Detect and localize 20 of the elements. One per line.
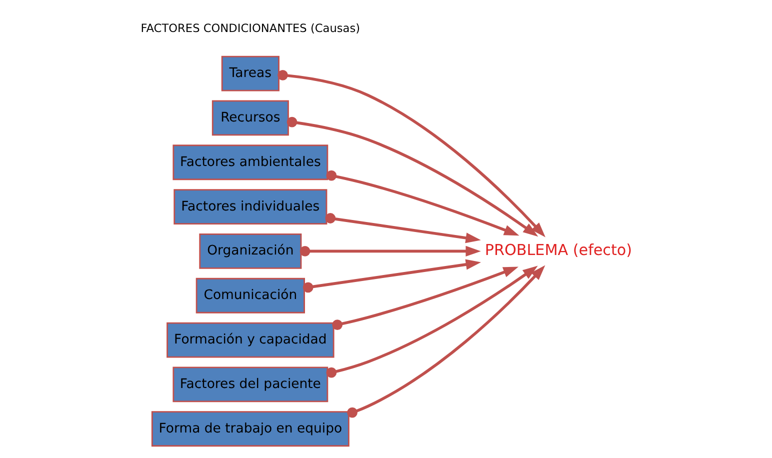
node-box: Factores ambientales	[172, 144, 328, 180]
label: FACTORES CONDICIONANTES (Causas)	[140, 21, 360, 36]
node-box: Factores individuales	[173, 189, 327, 225]
arrow	[332, 266, 518, 330]
node-text: PROBLEMA (efecto)	[484, 240, 632, 259]
node-box: Organización	[198, 233, 302, 269]
arrow	[326, 170, 519, 236]
node-box: Forma de trabajo en equipo	[150, 411, 349, 447]
arrow	[299, 246, 480, 257]
arrow	[326, 266, 538, 378]
node-box: Formación y capacidad	[166, 322, 334, 358]
node-box: Tareas	[220, 56, 279, 92]
arrow	[302, 259, 480, 293]
node-box: Recursos	[211, 100, 288, 136]
arrow	[286, 116, 538, 237]
arrow	[324, 213, 480, 244]
arrow	[277, 70, 545, 238]
arrow	[346, 265, 545, 418]
node-box: Comunicación	[195, 278, 304, 314]
node-box: Factores del paciente	[172, 366, 328, 402]
